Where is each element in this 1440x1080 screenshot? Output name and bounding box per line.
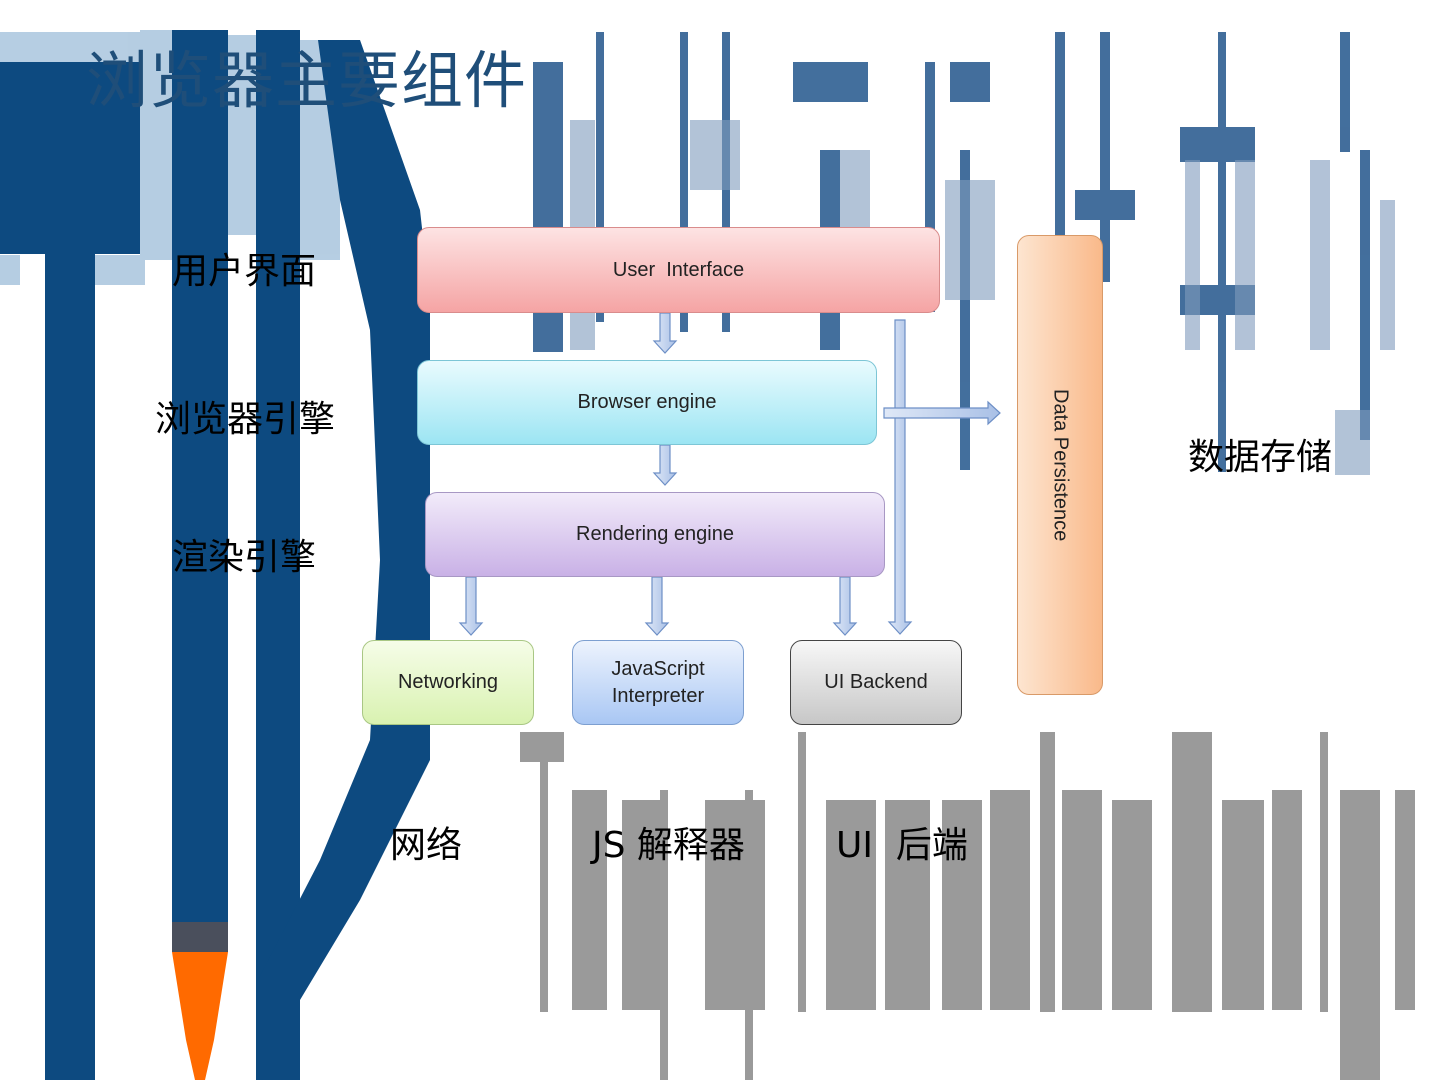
ui-backend-box: UI Backend [790,640,962,725]
networking-box-label: Networking [398,669,498,696]
user-interface-box: User Interface [417,227,940,313]
browser-engine-box-label: Browser engine [578,389,717,416]
browser-engine-box: Browser engine [417,360,877,445]
arrow-rendering-to-js [646,577,668,635]
arrow-ui-to-browser-engine [654,313,676,353]
js-interpreter-box: JavaScript Interpreter [572,640,744,725]
rendering-engine-box-label: Rendering engine [576,521,734,548]
arrow-rendering-to-networking [460,577,482,635]
data-persistence-box: Data Persistence [1017,235,1103,695]
arrow-rendering-to-ui-backend [834,577,856,635]
networking-box: Networking [362,640,534,725]
data-persistence-box-label: Data Persistence [1047,389,1074,541]
ui-backend-box-label: UI Backend [824,669,927,696]
arrow-browser-to-rendering-engine [654,445,676,485]
arrow-ui-to-ui-backend [889,320,911,634]
user-interface-box-label: User Interface [613,257,744,284]
rendering-engine-box: Rendering engine [425,492,885,577]
js-interpreter-box-line1: JavaScript [611,656,704,683]
js-interpreter-box-line2: Interpreter [611,683,704,710]
